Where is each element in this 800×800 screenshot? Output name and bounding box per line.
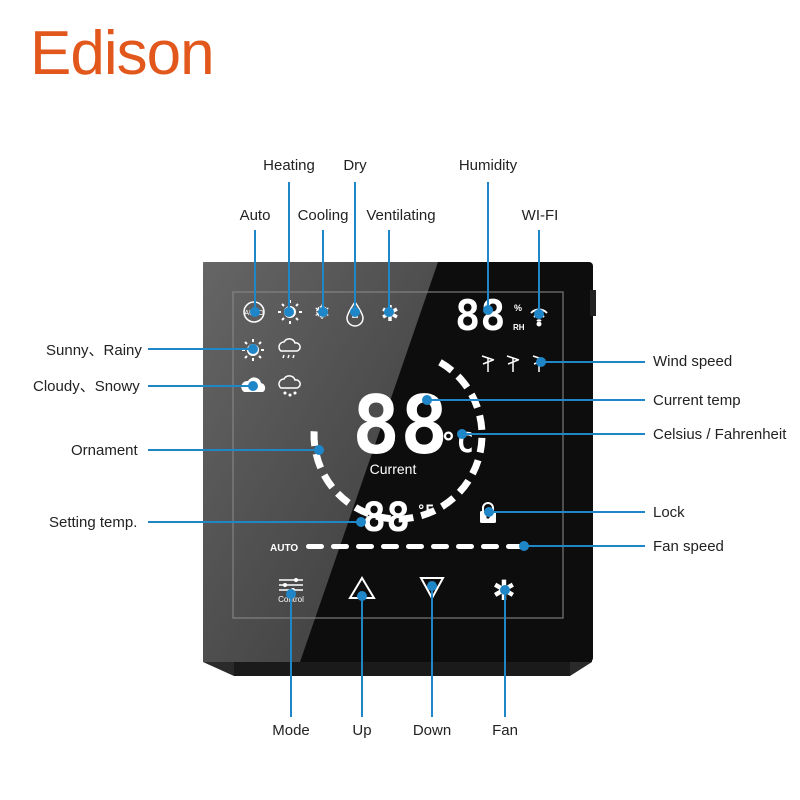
ornament-segment [455, 373, 471, 390]
setting-temp-unit: °E [417, 503, 434, 519]
fan-speed-segment [381, 544, 399, 549]
wind-speed-icon-1 [481, 355, 495, 372]
humidity-rh: RH [513, 323, 525, 332]
callout-dot [484, 507, 494, 517]
label-dry: Dry [343, 157, 367, 174]
fan-speed-segment [331, 544, 349, 549]
callout-dot [536, 357, 546, 367]
callout-dot [534, 309, 544, 319]
label-fan-speed: Fan speed [653, 538, 724, 555]
label-heating: Heating [263, 157, 315, 174]
callout-dot [422, 395, 432, 405]
label-sunny-rainy: Sunny、Rainy [46, 342, 142, 359]
label-cooling: Cooling [298, 207, 349, 224]
current-caption: Current [370, 461, 417, 477]
label-cloudy-snowy: Cloudy、Snowy [33, 378, 140, 395]
fan-speed-segment [406, 544, 424, 549]
ornament-segment [312, 453, 324, 470]
current-temp-digits: 88 [352, 379, 448, 472]
ornament-segment [438, 359, 455, 374]
fan-speed-segment [481, 544, 499, 549]
setting-temp-digits: 88 [362, 495, 410, 541]
ornament-segment [398, 514, 414, 523]
humidity-display: 88 % RH [455, 291, 525, 340]
label-fan: Fan [492, 722, 518, 739]
fan-speed-bar [306, 544, 524, 549]
display-border [232, 291, 564, 619]
callout-dot [250, 307, 260, 317]
callout-dot [284, 307, 294, 317]
label-celsius-fahrenheit: Celsius / Fahrenheit [653, 426, 787, 443]
ornament-segment [375, 512, 392, 523]
callout-dot [318, 307, 328, 317]
label-lock: Lock [653, 504, 685, 521]
label-up: Up [352, 722, 371, 739]
callout-dot [314, 445, 324, 455]
label-wifi: WI-FI [522, 207, 559, 224]
ornament-segment [335, 490, 351, 506]
callout-dot [519, 541, 529, 551]
current-temp-unit: °C [440, 426, 474, 459]
ornament-segment [353, 504, 370, 517]
callout-dot [248, 381, 258, 391]
callout-dot [286, 589, 296, 599]
snowy-icon [278, 375, 301, 397]
humidity-digits: 88 [455, 291, 506, 340]
rainy-icon [278, 338, 301, 359]
ornament-segment [456, 478, 472, 495]
callout-labels: Heating Dry Humidity Auto Cooling Ventil… [33, 157, 787, 739]
ornament-segment [321, 473, 336, 490]
callout-dot [457, 429, 467, 439]
fan-speed-segment [356, 544, 374, 549]
ornament-segment [476, 437, 486, 454]
brand-logo: Edison [30, 19, 215, 88]
ornament-segment [420, 507, 437, 520]
fan-auto-label: AUTO [270, 543, 298, 554]
label-down: Down [413, 722, 451, 739]
fan-speed-segment [431, 544, 449, 549]
label-ornament: Ornament [71, 442, 139, 459]
callout-dot [356, 517, 366, 527]
wind-speed-icon-2 [506, 355, 520, 372]
ornament-segment [469, 459, 482, 476]
fan-speed-segment [456, 544, 474, 549]
callout-dot [500, 585, 510, 595]
ornament-segment [476, 414, 486, 431]
label-wind-speed: Wind speed [653, 353, 732, 370]
down-button[interactable] [419, 577, 445, 601]
label-mode: Mode [272, 722, 310, 739]
callout-dot [483, 305, 493, 315]
callout-dot [357, 591, 367, 601]
humidity-percent: % [514, 303, 522, 313]
callout-dot [350, 307, 360, 317]
label-current-temp: Current temp [653, 392, 741, 409]
label-setting-temp: Setting temp. [49, 514, 137, 531]
callout-dot [427, 581, 437, 591]
label-auto: Auto [240, 207, 271, 224]
fan-speed-segment [306, 544, 324, 549]
ornament-segment [440, 495, 456, 510]
ornament-segment [310, 431, 319, 447]
callout-lines [148, 182, 645, 717]
callout-dot [248, 344, 258, 354]
label-humidity: Humidity [459, 157, 518, 174]
label-ventilating: Ventilating [366, 207, 435, 224]
callout-dot [384, 307, 394, 317]
